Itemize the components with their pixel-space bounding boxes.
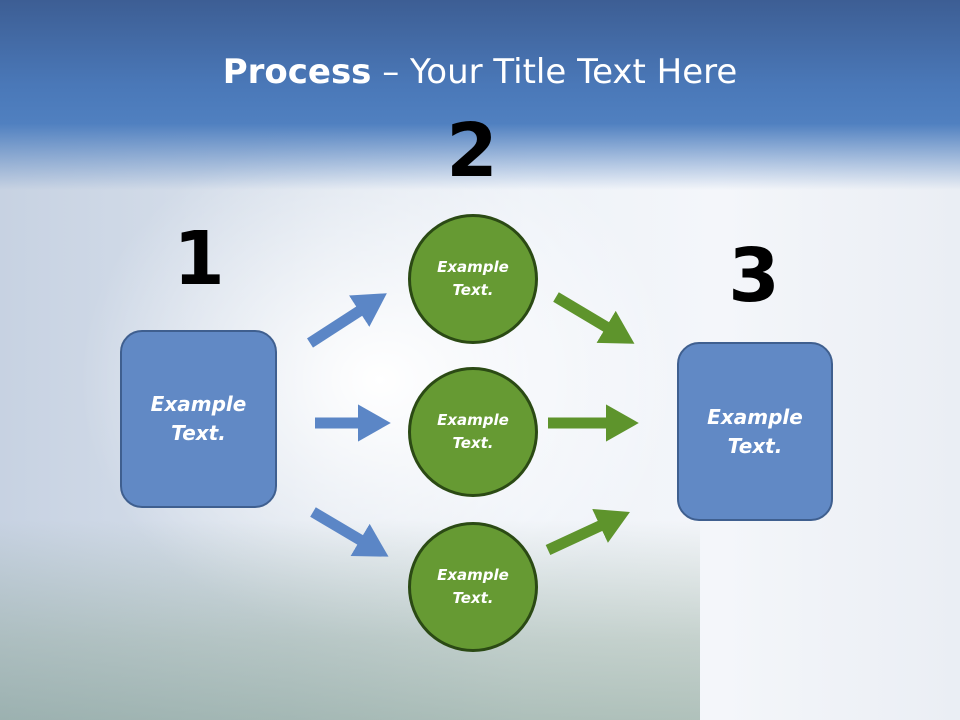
end-box-line2: Text. [727, 433, 783, 458]
title-bold: Process [222, 52, 372, 92]
circle-top-line1: Example [437, 258, 509, 276]
arrow-blue-down [310, 507, 389, 557]
start-box-line1: Example [150, 392, 247, 416]
circle-mid-line1: Example [437, 411, 509, 429]
header-band [0, 0, 960, 190]
arrow-green-up [545, 508, 630, 555]
start-box-line2: Text. [171, 421, 226, 445]
circle-bottom-line2: Text. [452, 589, 494, 607]
circle-bottom-line1: Example [437, 566, 509, 584]
slide-title[interactable]: Process – Your Title Text Here [0, 52, 960, 92]
title-rest: – Your Title Text Here [371, 52, 738, 92]
end-box-line1: Example [707, 404, 803, 429]
step-number-1: 1 [173, 216, 225, 302]
arrow-green-down [553, 292, 635, 344]
step-number-2: 2 [446, 108, 498, 194]
step-number-3: 3 [728, 233, 780, 319]
arrow-blue-up [307, 293, 387, 348]
circle-mid-line2: Text. [452, 434, 494, 452]
circle-top-line2: Text. [452, 281, 494, 299]
background-grass [0, 520, 700, 720]
